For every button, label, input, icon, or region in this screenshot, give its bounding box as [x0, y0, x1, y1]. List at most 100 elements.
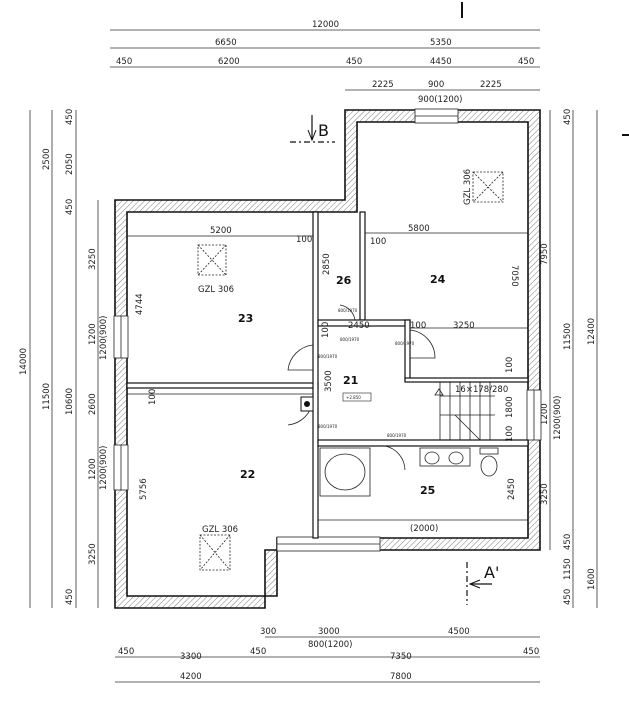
dim: 2600 [88, 393, 98, 415]
chimney-flue-icon [304, 401, 310, 407]
dim: 450 [116, 57, 132, 67]
dim: 1800 [505, 396, 515, 418]
dim: 3250 [540, 483, 550, 505]
door-label: 800/1970 [338, 308, 358, 313]
dim: 1200 [540, 403, 550, 425]
level-label: +2.850 [346, 395, 361, 400]
right-dimensions: 7950 1200 1200(900) 3250 450 11500 450 1… [540, 109, 629, 608]
dim: 450 [118, 647, 134, 657]
dim: 1200 [88, 323, 98, 345]
left-dimensions: 14000 2500 11500 450 2050 450 10600 450 … [19, 109, 109, 608]
top-dimensions: 12000 6650 5350 450 6200 450 4450 450 22… [110, 2, 540, 105]
dim: 5350 [430, 38, 452, 48]
dim: 1200 [88, 458, 98, 480]
dim: 450 [346, 57, 362, 67]
dim: 450 [65, 199, 75, 215]
dim: 300 [260, 627, 276, 637]
section-label-b: B [318, 121, 329, 140]
dim: 100 [410, 321, 426, 331]
bathroom-fixtures [319, 447, 499, 497]
dim: 4200 [180, 672, 202, 682]
dim: 1150 [563, 558, 573, 580]
dim: 6200 [218, 57, 240, 67]
dim: 4744 [135, 293, 145, 315]
skylight-label: GZL 306 [202, 525, 238, 535]
dim: 5800 [408, 224, 430, 234]
level-marker [342, 392, 372, 402]
room-26: 26 [336, 274, 352, 287]
dim: 2450 [348, 321, 370, 331]
skylight-label: GZL 306 [198, 285, 234, 295]
windows [113, 108, 542, 552]
door-labels: 800/1970 800/1970 800/1970 800/1970 800/… [318, 308, 415, 438]
door-label: 800/1970 [340, 337, 360, 342]
dim: 3000 [318, 627, 340, 637]
dim: 5756 [139, 478, 149, 500]
section-marker-a: A' [466, 562, 499, 605]
interior-dimensions: 5200 100 5800 7050 2850 4744 2450 100 32… [135, 224, 519, 534]
room-21: 21 [343, 374, 358, 387]
dim: 4450 [430, 57, 452, 67]
room-24: 24 [430, 273, 446, 286]
dim: 7800 [390, 672, 412, 682]
dim: 3500 [324, 370, 334, 392]
dim: 900 [428, 80, 444, 90]
dim: 450 [518, 57, 534, 67]
dim: 2450 [507, 478, 517, 500]
dim: 2225 [480, 80, 502, 90]
dim: 100 [148, 389, 158, 405]
dim: 3250 [88, 248, 98, 270]
room-23: 23 [238, 312, 253, 325]
door-label: 800/1970 [395, 341, 415, 346]
dim: 7050 [509, 265, 519, 287]
dim: 3300 [180, 652, 202, 662]
dim: 2050 [65, 153, 75, 175]
room-25: 25 [420, 484, 435, 497]
dim: 7950 [540, 243, 550, 265]
dim: 4500 [448, 627, 470, 637]
dim: 450 [563, 534, 573, 550]
dim-12000: 12000 [312, 20, 339, 30]
dim: (2000) [410, 524, 438, 534]
dim: 450 [65, 109, 75, 125]
dim: 7350 [390, 652, 412, 662]
dim: 450 [563, 589, 573, 605]
dim: 2850 [322, 253, 332, 275]
section-marker-b: B [290, 115, 335, 143]
dim: 2225 [372, 80, 394, 90]
ceiling-lines [127, 232, 528, 521]
dim: 1200(900) [553, 396, 563, 441]
dim: 100 [370, 237, 386, 247]
dim: 450 [523, 647, 539, 657]
door-label: 800/1970 [318, 354, 338, 359]
door-label: 800/1970 [387, 433, 407, 438]
dim: 900(1200) [418, 95, 463, 105]
dim: 3250 [88, 543, 98, 565]
dim: 450 [65, 589, 75, 605]
dim: 6650 [215, 38, 237, 48]
dim: 12400 [587, 318, 597, 345]
dim: 100 [296, 235, 312, 245]
skylight-label: GZL 306 [463, 169, 473, 205]
door-label: 800/1970 [318, 424, 338, 429]
staircase [434, 382, 495, 441]
room-22: 22 [240, 468, 255, 481]
interior-walls [126, 211, 529, 539]
dim: 2500 [42, 148, 52, 170]
dim: 11500 [563, 323, 573, 350]
dim: 800(1200) [308, 640, 353, 650]
dim: 5200 [210, 226, 232, 236]
section-label-a: A' [484, 563, 499, 582]
dim: 100 [505, 357, 515, 373]
exterior-walls [114, 109, 541, 609]
skylights [197, 171, 504, 571]
dim: 450 [250, 647, 266, 657]
stairs-label: 16×178/280 [455, 385, 508, 395]
dim: 10600 [65, 388, 75, 415]
dim: 3250 [453, 321, 475, 331]
dim: 450 [563, 109, 573, 125]
dim: 1600 [587, 568, 597, 590]
dim: 100 [505, 426, 515, 442]
dim: 1200(900) [99, 446, 109, 491]
